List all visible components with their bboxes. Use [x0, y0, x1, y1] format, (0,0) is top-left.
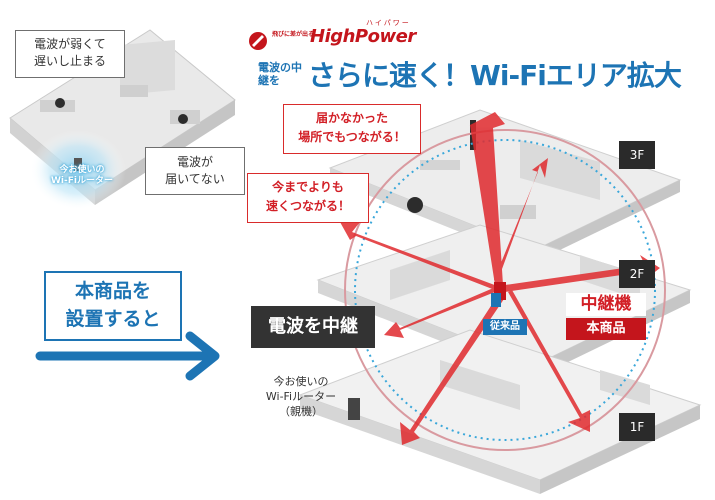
- current-router-note: 今お使いの Wi-Fiルーター: [51, 165, 113, 186]
- relay-label: 電波を中継: [251, 306, 375, 348]
- floor-3f: [328, 109, 682, 262]
- brand-ruby: ハイパワー: [366, 19, 411, 27]
- product-label-relay: 中継機: [566, 293, 646, 316]
- conventional-label: 従来品: [483, 319, 527, 335]
- install-box: 本商品を 設置すると: [44, 271, 182, 341]
- floor-label-3f: 3F: [619, 141, 655, 169]
- headline-main: さらに速く！Wi-Fiエリア拡大: [308, 59, 682, 92]
- callout-unreachable: 届かなかった 場所でもつながる！: [283, 104, 421, 154]
- parent-router-label: 今お使いの Wi-Fiルーター （親機）: [265, 375, 337, 418]
- headline-sub: 電波の中継を: [258, 61, 302, 87]
- floor-label-1f: 1F: [619, 413, 655, 441]
- callout-faster: 今までよりも 速くつながる！: [247, 173, 369, 223]
- floor-label-2f: 2F: [619, 260, 655, 288]
- no-signal-bubble: 電波が 届いてない: [145, 147, 245, 195]
- coverage-circle-blue: [354, 139, 656, 441]
- floor-1f: [298, 329, 702, 494]
- coverage-circle-red: [344, 129, 666, 451]
- weak-signal-bubble: 電波が弱くて 遅いし止まる: [15, 30, 125, 78]
- flow-arrow: [35, 331, 220, 381]
- brand-tagline: 飛びに差が出る: [272, 31, 315, 38]
- brand-name: HighPower: [310, 26, 416, 47]
- product-label-this: 本商品: [566, 318, 646, 340]
- signal-arrows: [340, 112, 660, 445]
